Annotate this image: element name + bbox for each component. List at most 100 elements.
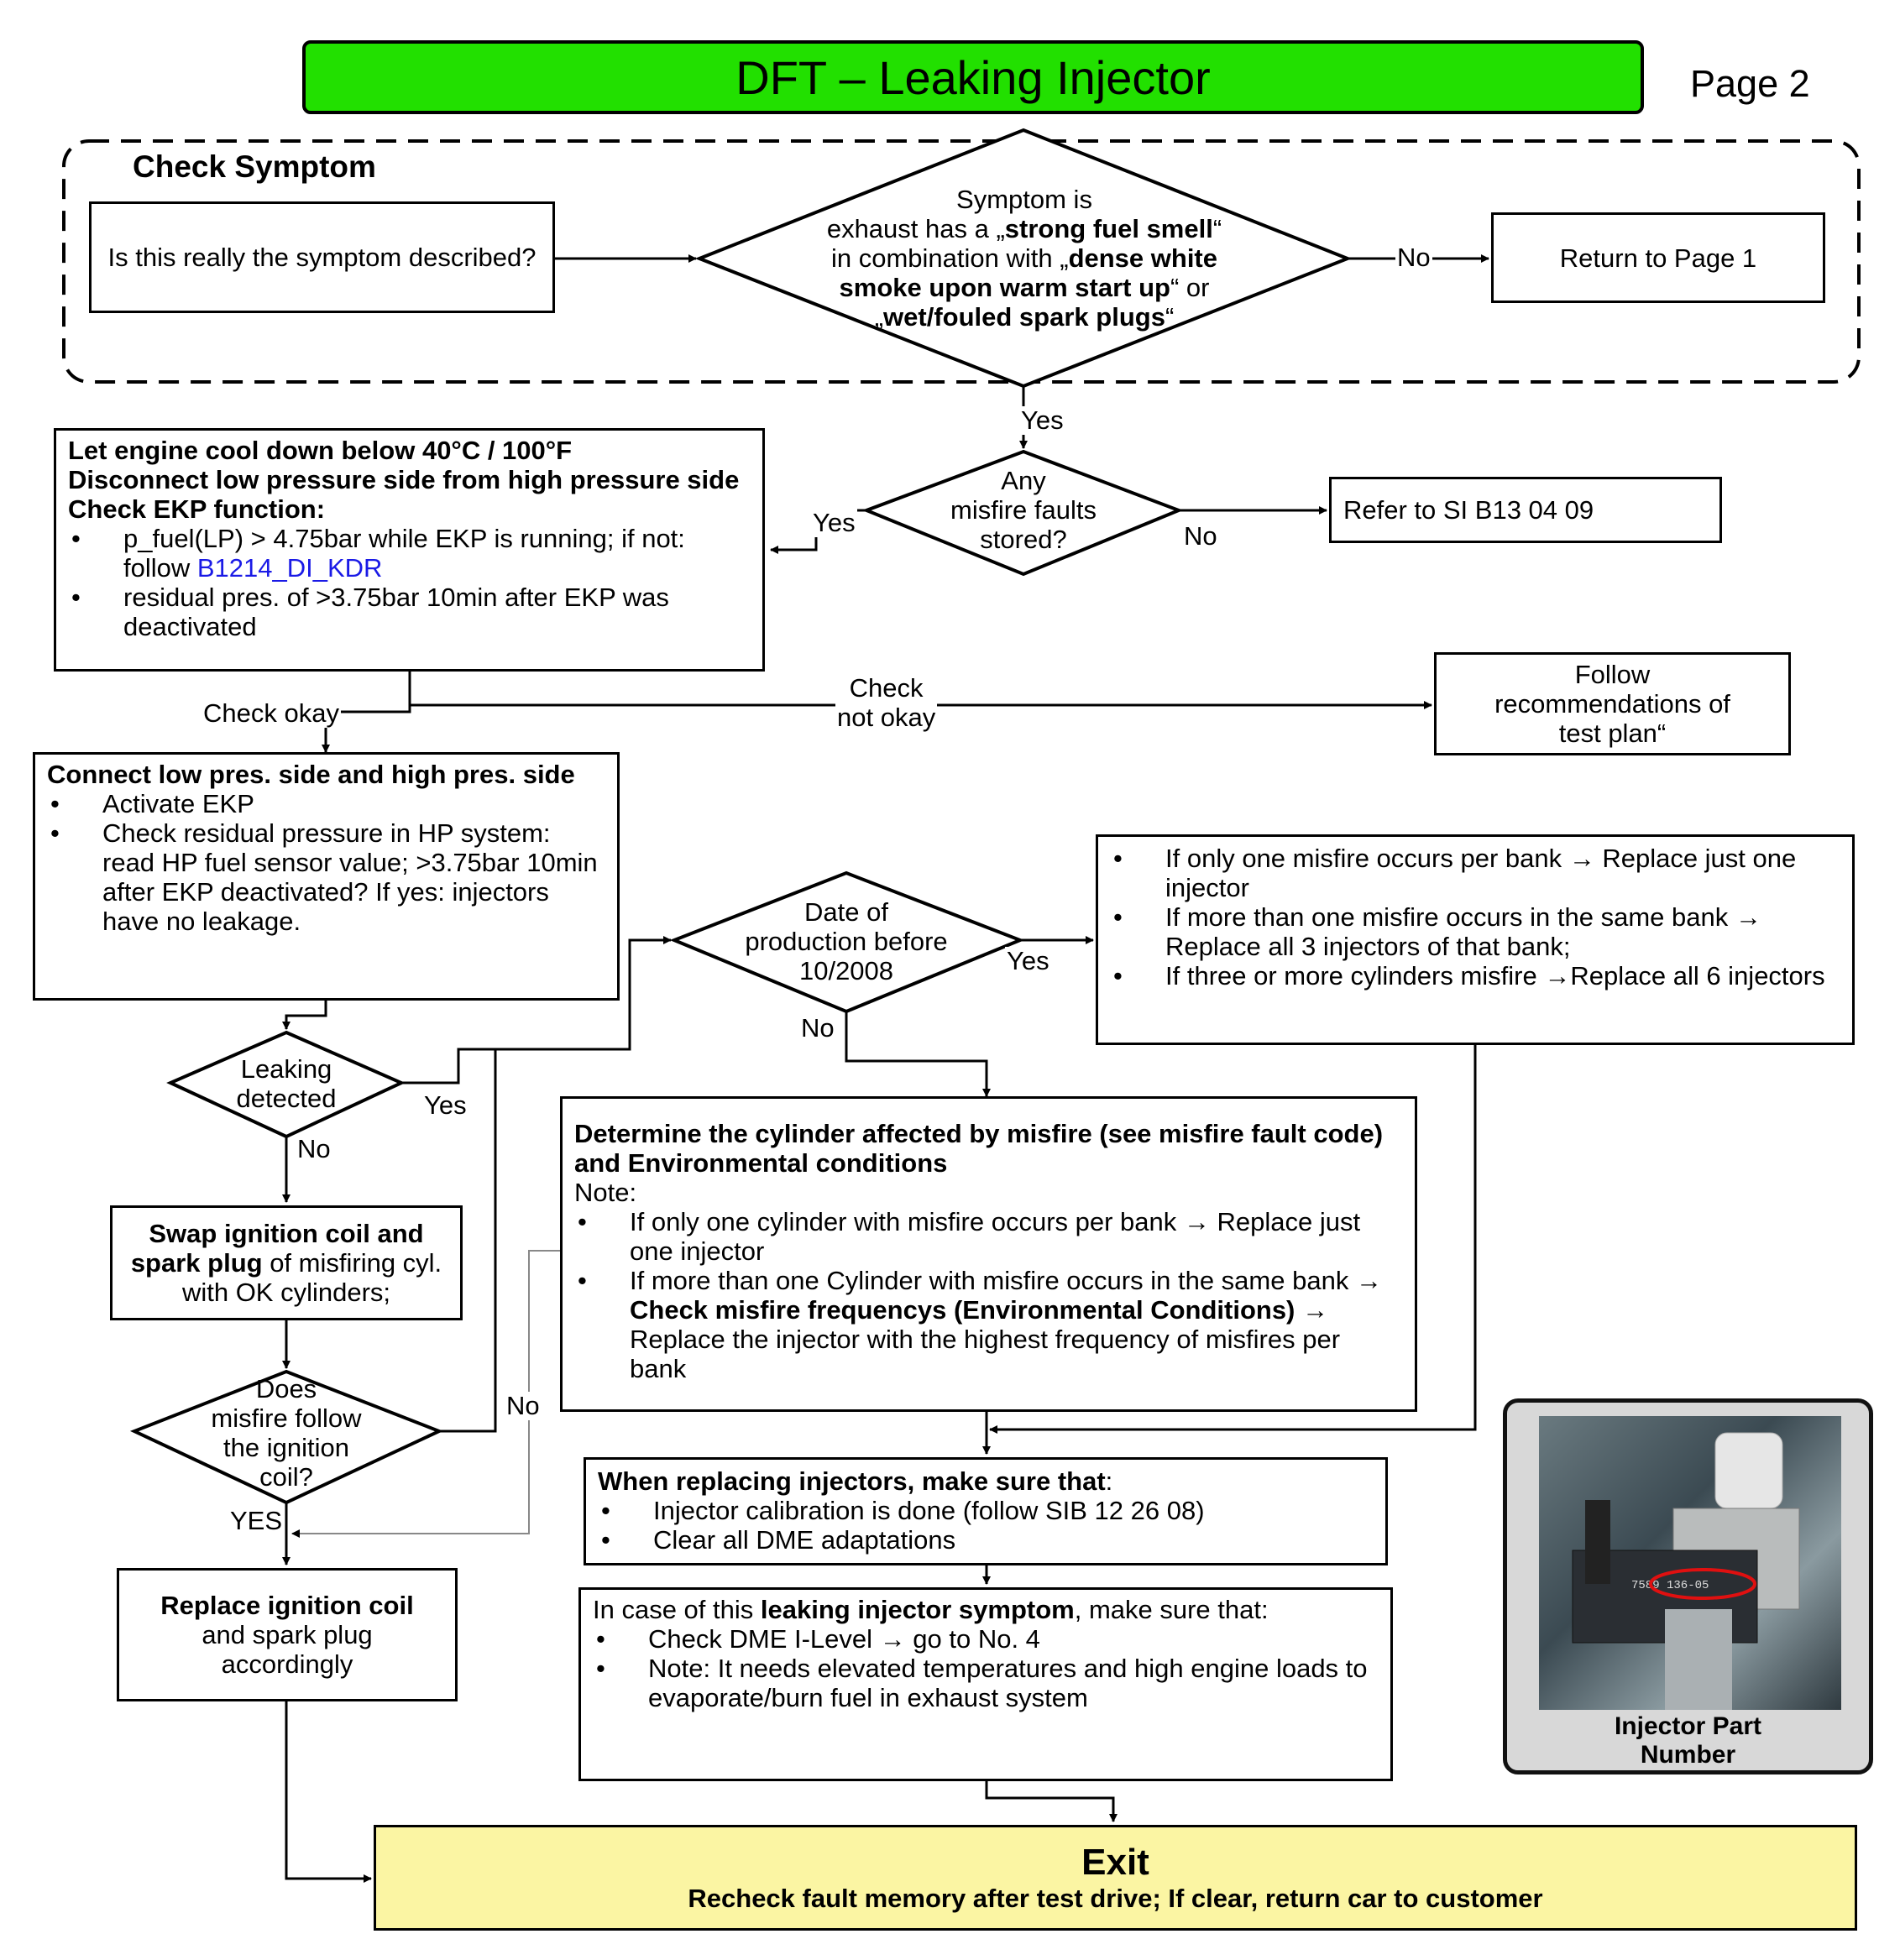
follow-line-1: Follow <box>1574 660 1651 689</box>
page-number: Page 2 <box>1690 62 1810 105</box>
caption-line-1: Injector Part <box>1614 1712 1762 1740</box>
connect-bullet-1: Activate EKP <box>50 789 605 818</box>
case-text-b: leaking injector symptom <box>760 1595 1075 1624</box>
part-number-text: 7589 136-05 <box>1631 1579 1709 1592</box>
determine-note: Note: <box>574 1178 637 1207</box>
misfire-diamond <box>861 449 1184 577</box>
ekp-bullet-1-text: p_fuel(LP) > 4.75bar while EKP is runnin… <box>123 524 685 583</box>
replace-coil-box: Replace ignition coil and spark plug acc… <box>117 1568 458 1701</box>
case-list: Check DME I-Level → go to No. 4 Note: It… <box>593 1624 1379 1712</box>
when-bullet-1: Injector calibration is done (follow SIB… <box>601 1496 1374 1525</box>
misfire-yes-label: Yes <box>811 508 857 537</box>
symptom-line-5a: „ <box>874 301 884 332</box>
leaking-symptom-box: In case of this leaking injector symptom… <box>578 1587 1393 1781</box>
follow-line-d3: the ignition <box>223 1432 349 1462</box>
injector-illustration: 7589 136-05 <box>1572 1432 1800 1710</box>
replace-coil-line-2: and spark plug <box>202 1620 373 1649</box>
determine-title: Determine the cylinder affected by misfi… <box>574 1119 1384 1178</box>
return-page1-text: Return to Page 1 <box>1559 243 1757 273</box>
misfire-line-3: stored? <box>980 524 1067 554</box>
replace-rules-list: If only one misfire occurs per bank → Re… <box>1110 844 1840 990</box>
case-bullet-1: Check DME I-Level → go to No. 4 <box>596 1624 1379 1654</box>
symptom-yes-label: Yes <box>1019 405 1065 435</box>
replace-coil-line-1: Replace ignition coil <box>160 1591 414 1620</box>
leak-diamond-text: Leaking detected <box>193 1053 379 1114</box>
ekp-cool-down: Let engine cool down below 40°C / 100°F <box>68 436 573 465</box>
leak-no-label: No <box>296 1134 332 1163</box>
rules-bullet-1: If only one misfire occurs per bank → Re… <box>1113 844 1840 902</box>
leak-line-1: Leaking <box>240 1054 332 1084</box>
refer-si-box: Refer to SI B13 04 09 <box>1329 477 1722 543</box>
check-not-okay-label: Check not okay <box>835 673 938 732</box>
date-diamond-text: Date of production before 10/2008 <box>720 895 972 987</box>
determine-bullet-2: If more than one Cylinder with misfire o… <box>578 1266 1403 1383</box>
exit-subtitle: Recheck fault memory after test drive; I… <box>688 1884 1543 1913</box>
symptom-line-2c: “ <box>1212 213 1222 243</box>
leak-line-2: detected <box>236 1084 337 1113</box>
refer-si-text: Refer to SI B13 04 09 <box>1343 495 1594 525</box>
connect-pressure-box: Connect low pres. side and high pres. si… <box>33 752 620 1001</box>
ekp-bullet-list: p_fuel(LP) > 4.75bar while EKP is runnin… <box>68 524 751 641</box>
follow-yes-label: YES <box>228 1506 285 1535</box>
rules-bullet-3: If three or more cylinders misfire →Repl… <box>1113 961 1840 990</box>
misfire-diamond-text: Any misfire faults stored? <box>907 463 1140 556</box>
ekp-bullet-2: residual pres. of >3.75bar 10min after E… <box>71 583 751 641</box>
return-page1-box: Return to Page 1 <box>1491 212 1825 303</box>
ekp-check-box: Let engine cool down below 40°C / 100°F … <box>54 428 765 672</box>
symptom-diamond-text: Symptom is exhaust has a „strong fuel sm… <box>756 178 1293 337</box>
symptom-line-5c: “ <box>1165 301 1175 332</box>
symptom-line-2a: exhaust has a „ <box>826 213 1005 243</box>
symptom-wet-spark-plugs: wet/fouled spark plugs <box>883 301 1165 332</box>
symptom-question-box: Is this really the symptom described? <box>89 201 555 313</box>
date-no-label: No <box>799 1013 836 1043</box>
follow-line-d4: coil? <box>259 1461 313 1492</box>
check-symptom-label: Check Symptom <box>133 149 376 184</box>
follow-diamond-text: Does misfire follow the ignition coil? <box>181 1372 392 1493</box>
case-bullet-2: Note: It needs elevated temperatures and… <box>596 1654 1379 1712</box>
when-replacing-box: When replacing injectors, make sure that… <box>584 1457 1388 1565</box>
replace-rules-box: If only one misfire occurs per bank → Re… <box>1096 834 1855 1045</box>
ekp-check-function: Check EKP function: <box>68 494 326 524</box>
connect-bullet-2: Check residual pressure in HP system: re… <box>50 818 605 936</box>
rules-bullet-2: If more than one misfire occurs in the s… <box>1113 902 1840 961</box>
case-text-a: In case of this <box>593 1595 761 1624</box>
b1214-link[interactable]: B1214_DI_KDR <box>196 553 383 583</box>
connect-title: Connect low pres. side and high pres. si… <box>47 760 575 789</box>
ekp-disconnect: Disconnect low pressure side from high p… <box>68 465 740 494</box>
caption-line-2: Number <box>1640 1741 1736 1769</box>
determine-bullet-1: If only one cylinder with misfire occurs… <box>578 1207 1403 1266</box>
check-symptom-frame <box>62 139 1861 384</box>
exit-title: Exit <box>1081 1842 1149 1883</box>
symptom-no-label: No <box>1395 243 1432 272</box>
injector-photo-panel: 7589 136-05 Injector Part Number <box>1503 1398 1873 1774</box>
case-text-c: , make sure that: <box>1074 1595 1269 1624</box>
symptom-line-4b: “ or <box>1170 272 1210 302</box>
follow-line-2: recommendations of <box>1494 689 1730 719</box>
follow-line-d1: Does <box>255 1373 317 1403</box>
misfire-line-2: misfire faults <box>950 494 1097 525</box>
check-okay-label: Check okay <box>202 698 341 728</box>
follow-no-label: No <box>505 1391 542 1420</box>
determine-list: If only one cylinder with misfire occurs… <box>574 1207 1403 1383</box>
title-banner: DFT – Leaking Injector <box>302 40 1644 114</box>
follow-line-d2: misfire follow <box>211 1403 362 1433</box>
check-not-okay-2: not okay <box>837 703 936 732</box>
check-not-okay-1: Check <box>849 673 924 703</box>
connect-bullet-list: Activate EKP Check residual pressure in … <box>47 789 605 936</box>
swap-bold-text: Swap ignition coil and spark plug <box>130 1219 424 1278</box>
when-colon: : <box>1105 1466 1113 1496</box>
when-list: Injector calibration is done (follow SIB… <box>598 1496 1374 1555</box>
follow-test-plan-box: Follow recommendations of test plan“ <box>1434 652 1791 755</box>
misfire-line-1: Any <box>1001 465 1046 495</box>
symptom-line-3a: in combination with „ <box>830 243 1069 273</box>
date-line-3: 10/2008 <box>798 955 894 985</box>
determine-cylinder-box: Determine the cylinder affected by misfi… <box>560 1096 1417 1412</box>
injector-caption: Injector Part Number <box>1507 1712 1869 1770</box>
replace-coil-line-3: accordingly <box>221 1649 353 1679</box>
symptom-line-1: Symptom is <box>956 184 1092 214</box>
exit-box: Exit Recheck fault memory after test dri… <box>374 1825 1857 1931</box>
symptom-dense-white: dense white <box>1068 243 1217 273</box>
date-yes-label: Yes <box>1005 946 1051 975</box>
determine-b2b: Check misfire frequencys (Environmental … <box>630 1295 1295 1325</box>
part-number-highlight <box>1649 1568 1756 1600</box>
